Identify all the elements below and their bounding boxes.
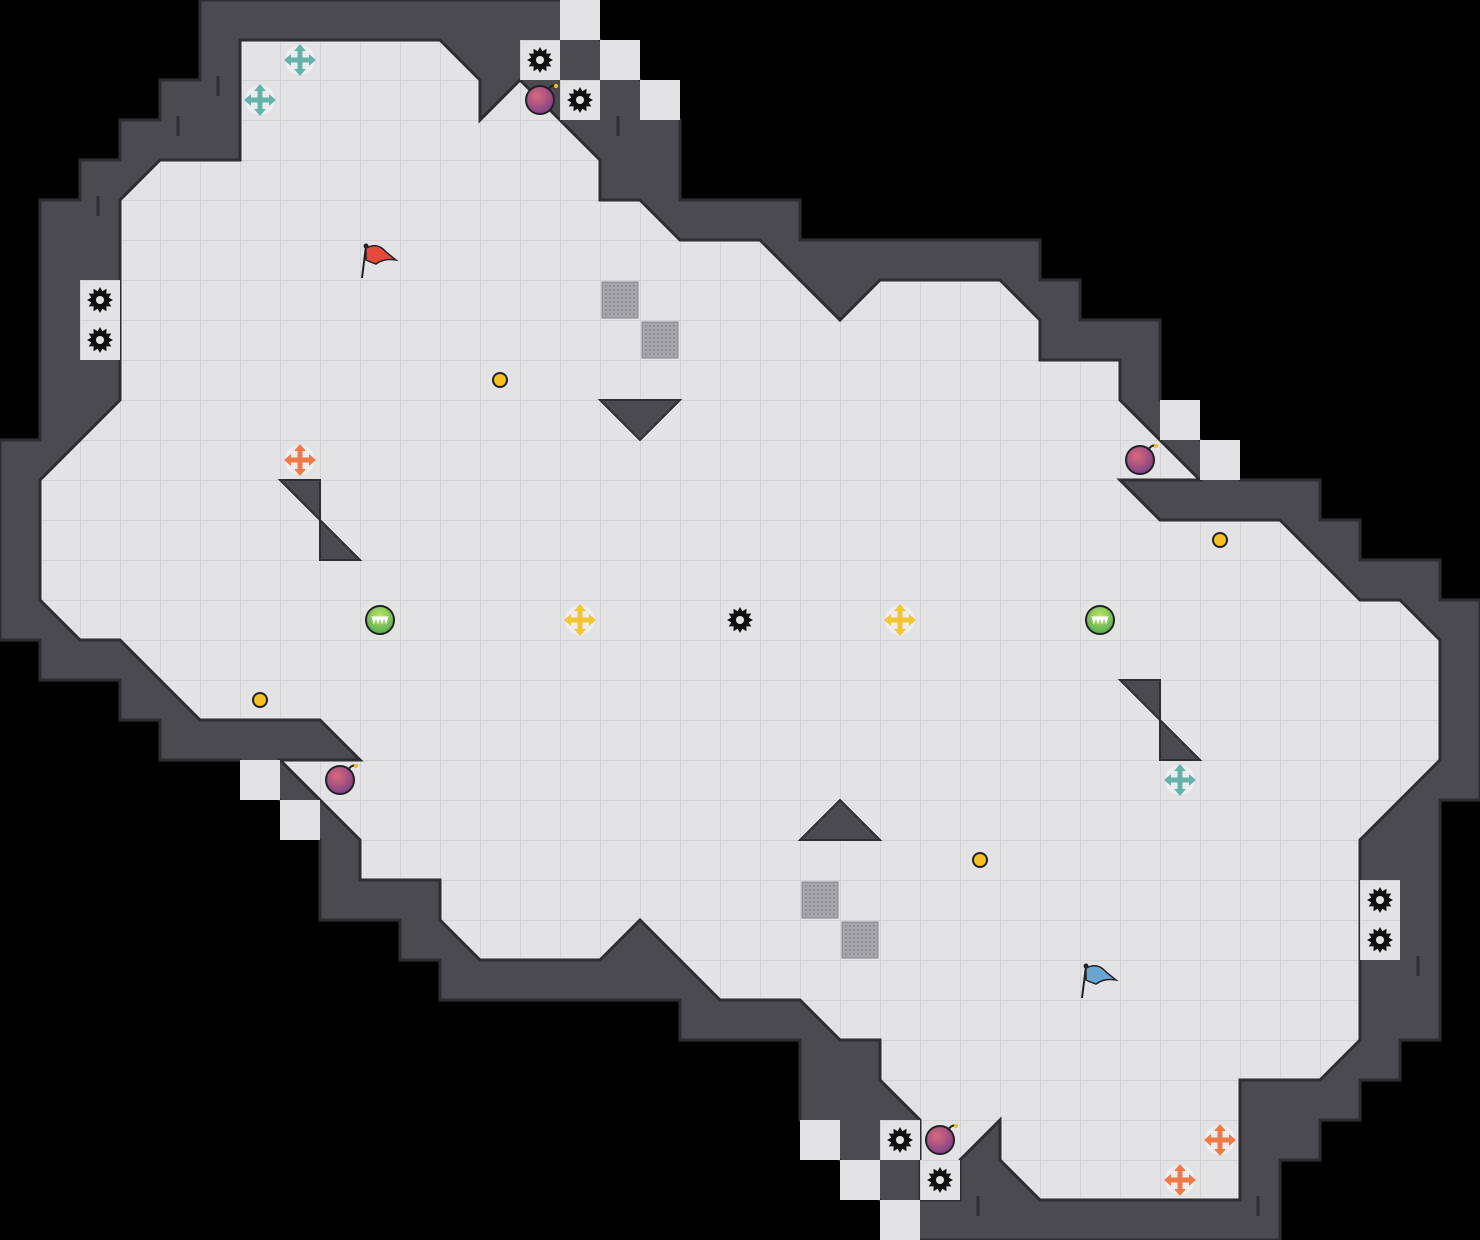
- spike-icon: [87, 287, 113, 313]
- move-arrows-icon: [284, 44, 316, 76]
- spike-icon: [527, 47, 553, 73]
- red-flag-icon: [361, 243, 399, 279]
- wall-wedges: [277, 399, 1203, 841]
- bomb-icon: [525, 84, 558, 115]
- powerup-dot-icon: [252, 692, 268, 708]
- move-arrows-icon: [1164, 1164, 1196, 1196]
- move-arrows-icon: [884, 604, 916, 636]
- spike-icon: [1367, 887, 1393, 913]
- bomb-icon: [1125, 444, 1158, 475]
- portal-block-icon: [601, 281, 879, 959]
- spike-icon: [887, 1127, 913, 1153]
- spike-icon: [1367, 927, 1393, 953]
- move-arrows-icon: [1204, 1124, 1236, 1156]
- edge-tiles: [240, 0, 1240, 1240]
- move-arrows-icon: [1164, 764, 1196, 796]
- move-arrows-icon: [564, 604, 596, 636]
- spike-icon: [927, 1167, 953, 1193]
- bomb-icon: [325, 764, 358, 795]
- spike-icon: [567, 87, 593, 113]
- spike-icon: [727, 607, 753, 633]
- spike-icon: [87, 327, 113, 353]
- speed-boost-icon: [1085, 605, 1115, 635]
- powerup-dot-icon: [1212, 532, 1228, 548]
- bomb-icon: [925, 1124, 958, 1155]
- speed-boost-icon: [365, 605, 395, 635]
- powerup-dot-icon: [492, 372, 508, 388]
- move-arrows-icon: [284, 444, 316, 476]
- move-arrows-icon: [244, 84, 276, 116]
- blue-flag-icon: [1081, 963, 1119, 999]
- wall-notches: [96, 76, 1420, 1216]
- powerup-dot-icon: [972, 852, 988, 868]
